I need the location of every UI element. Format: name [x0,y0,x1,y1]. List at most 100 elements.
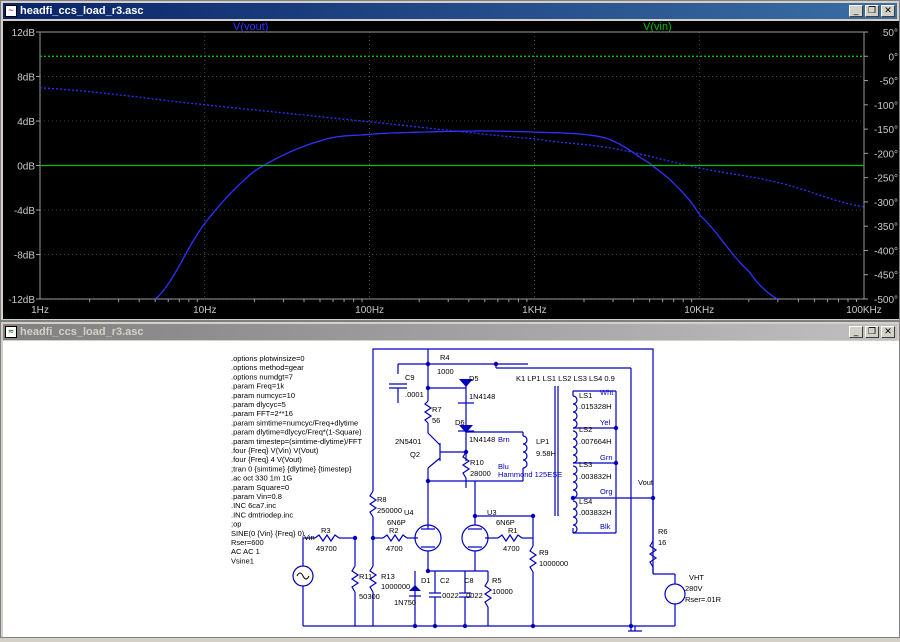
spice-directive-line[interactable]: .param dlytime=dlycyc/Freq*(1-Square) [231,428,362,437]
spice-directive-line[interactable]: .INC 6ca7.inc [231,501,276,510]
bode-plot[interactable]: 12dB8dB4dB0dB-4dB-8dB-12dB50°0°-50°-100°… [3,21,899,319]
net-wht[interactable]: Wht [600,388,614,397]
legend-vin[interactable]: V(vin) [643,21,672,33]
label-r2[interactable]: R2 [389,526,399,535]
label-lp1[interactable]: LP1 [536,437,549,446]
restore-button[interactable]: ❐ [865,5,879,17]
net-yel[interactable]: Yel [600,418,610,427]
minimize-button[interactable]: _ [849,326,863,338]
label-ls3[interactable]: LS3 [579,460,592,469]
label-r11[interactable]: R11 [359,572,372,581]
value-r6[interactable]: 16 [658,538,666,547]
net-grn[interactable]: Grn [600,453,613,462]
transformer-name[interactable]: Hammond 125ESE [498,470,562,479]
spice-directive-line[interactable]: Rser=600 [231,538,264,547]
minimize-button[interactable]: _ [849,5,863,17]
spice-directive-line[interactable]: .param Vin=0.8 [231,492,282,501]
spice-directive-line[interactable]: .four {Freq} 4 V(Vout) [231,455,302,464]
label-r4[interactable]: R4 [440,353,450,362]
restore-button[interactable]: ❐ [865,326,879,338]
value-r9[interactable]: 1000000 [539,559,568,568]
net-org[interactable]: Org [600,487,613,496]
net-brn[interactable]: Brn [498,435,510,444]
label-u4[interactable]: U4 [404,508,414,517]
trace-vvout-magnitude_dB[interactable] [154,130,779,300]
spice-directive-line[interactable]: .INC dmtriodep.inc [231,510,293,519]
net-blu[interactable]: Blu [498,462,509,471]
value-r13[interactable]: 1000000 [381,582,410,591]
label-r3[interactable]: R3 [321,526,331,535]
coupling-directive[interactable]: K1 LP1 LS1 LS2 LS3 LS4 0.9 [516,374,615,383]
label-c9[interactable]: C9 [405,373,415,382]
trace-vvout-phase_deg[interactable] [39,87,865,208]
label-u3[interactable]: U3 [487,508,497,517]
label-d5[interactable]: D5 [469,374,479,383]
close-button[interactable]: ✕ [881,5,895,17]
value-r7[interactable]: 56 [432,416,440,425]
value-ls4[interactable]: .003832H [579,508,612,517]
value-r2[interactable]: 4700 [386,544,403,553]
spice-directive-line[interactable]: Vsine1 [231,556,254,565]
spice-directive-line[interactable]: .param timestep=(simtime-dlytime)/FFT [231,437,362,446]
label-r5[interactable]: R5 [492,576,502,585]
value-r8[interactable]: 250000 [377,506,402,515]
label-q2[interactable]: Q2 [410,450,420,459]
value-ls1[interactable]: .015328H [579,402,612,411]
value-ls3[interactable]: .003832H [579,472,612,481]
value-vht[interactable]: 280V [685,584,703,593]
plot-window-titlebar[interactable]: ~ headfi_ccs_load_r3.asc _ ❐ ✕ [3,3,897,19]
spice-directive-line[interactable]: .options method=gear [231,363,304,372]
spice-directive-line[interactable]: .param FFT=2**16 [231,409,293,418]
spice-directive-line[interactable]: ;op [231,520,241,529]
label-r10[interactable]: R10 [470,458,484,467]
label-ls2[interactable]: LS2 [579,425,592,434]
value-ls2[interactable]: .007664H [579,437,612,446]
value-lp1[interactable]: 9.58H [536,449,556,458]
waveform-app-icon[interactable]: ~ [5,5,17,17]
spice-directive-line[interactable]: .param Freq=1k [231,382,284,391]
label-d1[interactable]: D1 [421,576,431,585]
schematic-canvas[interactable]: .options plotwinsize=0.options method=ge… [3,341,899,637]
label-d6[interactable]: D6 [455,418,465,427]
value-q2[interactable]: 2N5401 [395,437,421,446]
label-r13[interactable]: R13 [381,572,395,581]
label-r8[interactable]: R8 [377,495,387,504]
value-r1[interactable]: 4700 [503,544,520,553]
label-ls1[interactable]: LS1 [579,391,592,400]
value-r11[interactable]: 50300 [359,592,380,601]
schematic-drawing[interactable]: .options plotwinsize=0.options method=ge… [3,341,899,637]
label-r9[interactable]: R9 [539,548,549,557]
net-vout[interactable]: Vout [638,478,654,487]
label-r7[interactable]: R7 [432,405,442,414]
label-vht[interactable]: VHT [689,573,704,582]
spice-directive-line[interactable]: .four {Freq} V(Vin) V(Vout) [231,446,319,455]
schematic-app-icon[interactable]: ≈ [5,326,17,338]
spice-directive-line[interactable]: AC AC 1 [231,547,260,556]
spice-directive-line[interactable]: .options numdgt=7 [231,372,293,381]
value-u4[interactable]: 6N6P [387,518,406,527]
value-u3[interactable]: 6N6P [496,518,515,527]
value-r10[interactable]: 28000 [470,469,491,478]
spice-directive-line[interactable]: .param Square=0 [231,483,289,492]
value-d5[interactable]: 1N4148 [469,392,495,401]
value-r5[interactable]: 10000 [492,587,513,596]
value-c8[interactable]: .0022 [464,591,483,600]
spice-directive-line[interactable]: .ac oct 330 1m 1G [231,474,292,483]
label-c8[interactable]: C8 [464,576,474,585]
spice-directive-line[interactable]: SINE(0 {Vin} {Freq} 0) [231,529,305,538]
schematic-window-titlebar[interactable]: ≈ headfi_ccs_load_r3.asc _ ❐ ✕ [3,324,897,340]
spice-directive-line[interactable]: .param dlycyc=5 [231,400,286,409]
vht-rser[interactable]: Rser=.01R [685,595,722,604]
close-button[interactable]: ✕ [881,326,895,338]
value-c2[interactable]: .0022 [440,591,459,600]
label-ls4[interactable]: LS4 [579,497,592,506]
value-c9[interactable]: .0001 [405,390,424,399]
value-d1[interactable]: 1N750 [394,598,416,607]
value-r4[interactable]: 1000 [437,367,454,376]
label-r6[interactable]: R6 [658,527,668,536]
spice-directive-line[interactable]: ;tran 0 {simtime} {dlytime} {timestep} [231,464,352,473]
spice-directive-line[interactable]: .options plotwinsize=0 [231,354,305,363]
label-r1[interactable]: R1 [508,526,518,535]
value-r3[interactable]: 49700 [316,544,337,553]
